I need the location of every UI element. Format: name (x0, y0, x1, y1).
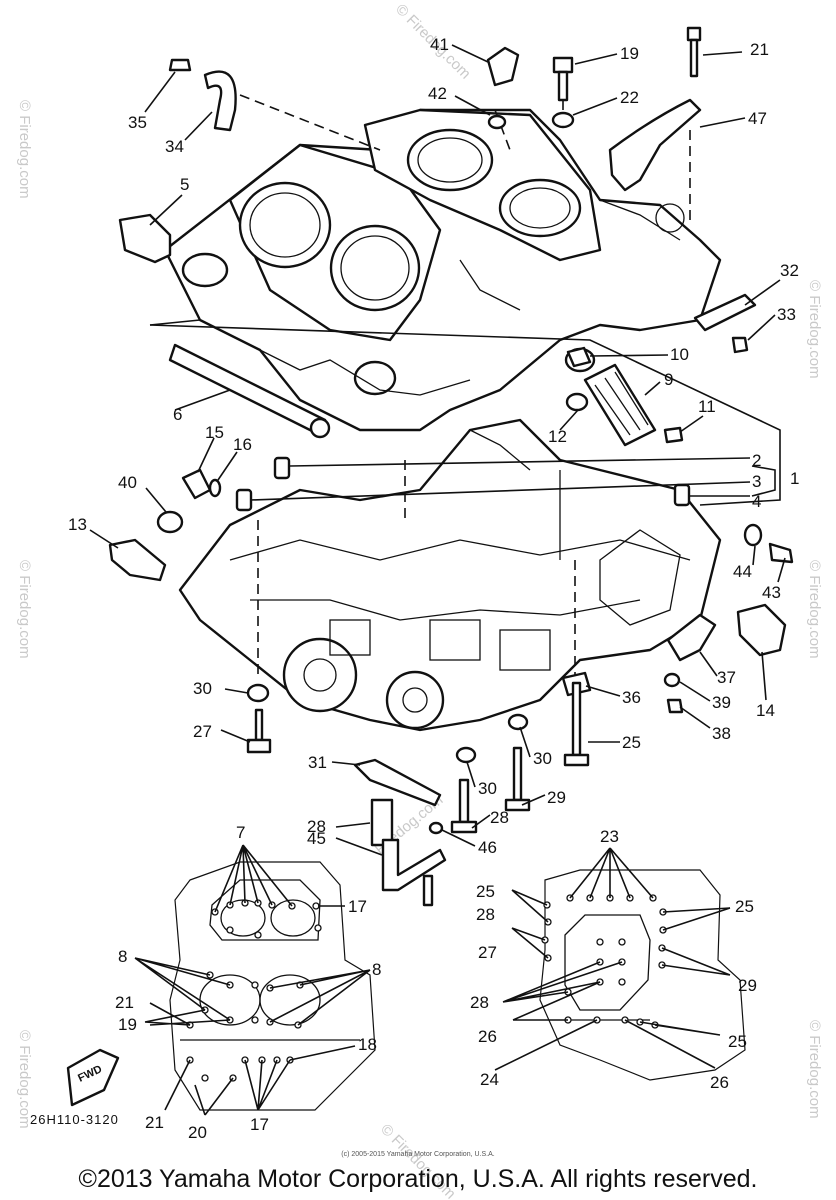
callout-28-b: 28 (490, 808, 509, 827)
callout-10: 10 (670, 345, 689, 364)
callout-4: 4 (752, 492, 761, 511)
callout-36: 36 (622, 688, 641, 707)
callout-7: 7 (236, 823, 245, 842)
watermark: © Firedog.com (16, 560, 33, 659)
callout-46: 46 (478, 838, 497, 857)
diagram-reference-code: 26H110-3120 (30, 1112, 119, 1127)
callout-2: 2 (752, 451, 761, 470)
callout-13: 13 (68, 515, 87, 534)
callout-16: 16 (233, 435, 252, 454)
callout-1: 1 (790, 469, 799, 488)
callout-39: 39 (712, 693, 731, 712)
callout-17-top: 17 (348, 897, 367, 916)
callout-34: 34 (165, 137, 184, 156)
callout-24: 24 (480, 1070, 499, 1089)
callout-5: 5 (180, 175, 189, 194)
callout-21-mid: 21 (115, 993, 134, 1012)
callout-30-a: 30 (193, 679, 212, 698)
upper-crankcase (163, 108, 722, 432)
callout-26-a: 26 (478, 1027, 497, 1046)
callout-26-b: 26 (710, 1073, 729, 1092)
right-bolt-layout-view (539, 869, 746, 1081)
fine-print-copyright: (c) 2005-2015 Yamaha Motor Corporation, … (341, 1151, 495, 1158)
callout-30-c: 30 (478, 779, 497, 798)
callout-25-b: 25 (735, 897, 754, 916)
callout-25-a: 25 (476, 882, 495, 901)
callout-12: 12 (548, 427, 567, 446)
callout-40: 40 (118, 473, 137, 492)
callout-33: 33 (777, 305, 796, 324)
watermark: © Firedog.com (806, 1020, 823, 1119)
callout-labels: 1 2 3 4 5 6 7 8 8 9 10 11 12 13 14 15 16… (68, 35, 799, 1142)
callout-11: 11 (698, 397, 716, 416)
callout-29-a: 29 (547, 788, 566, 807)
callout-19-bottom: 19 (118, 1015, 137, 1034)
callout-19-top: 19 (620, 44, 639, 63)
copyright-notice: ©2013 Yamaha Motor Corporation, U.S.A. A… (78, 1165, 758, 1193)
callout-17-bottom: 17 (250, 1115, 269, 1134)
callout-9: 9 (664, 370, 673, 389)
callout-27-a: 27 (193, 722, 212, 741)
fwd-arrow: FWD (66, 1048, 120, 1107)
callout-42: 42 (428, 84, 447, 103)
callout-28-d: 28 (470, 993, 489, 1012)
callout-38: 38 (712, 724, 731, 743)
callout-8-left: 8 (118, 947, 127, 966)
callout-37: 37 (717, 668, 736, 687)
callout-28-a: 28 (307, 817, 326, 836)
leader-lines (89, 44, 786, 1116)
watermark: © Firedog.com (16, 100, 33, 199)
callout-32: 32 (780, 261, 799, 280)
callout-25-d: 25 (728, 1032, 747, 1051)
callout-35: 35 (128, 113, 147, 132)
lower-crankcase (178, 418, 722, 732)
callout-28-c: 28 (476, 905, 495, 924)
callout-30-b: 30 (533, 749, 552, 768)
callout-23: 23 (600, 827, 619, 846)
small-parts (108, 26, 794, 907)
callout-18: 18 (358, 1035, 377, 1054)
callout-45: 45 (307, 829, 326, 848)
callout-47: 47 (748, 109, 767, 128)
callout-31: 31 (308, 753, 327, 772)
callout-29-b: 29 (738, 976, 757, 995)
callout-8-right: 8 (372, 960, 381, 979)
callout-27-b: 27 (478, 943, 497, 962)
callout-44: 44 (733, 562, 752, 581)
callout-3: 3 (752, 472, 761, 491)
callout-21-top: 21 (750, 40, 769, 59)
watermark: © Firedog.com (16, 1030, 33, 1129)
callout-22: 22 (620, 88, 639, 107)
callout-21-bottom: 21 (145, 1113, 164, 1132)
callout-25-c: 25 (622, 733, 641, 752)
callout-43: 43 (762, 583, 781, 602)
watermark: © Firedog.com (806, 280, 823, 379)
callout-15: 15 (205, 423, 224, 442)
callout-20: 20 (188, 1123, 207, 1142)
callout-6: 6 (173, 405, 182, 424)
callout-41: 41 (430, 35, 449, 54)
callout-14: 14 (756, 701, 775, 720)
watermark: © Firedog.com (806, 560, 823, 659)
